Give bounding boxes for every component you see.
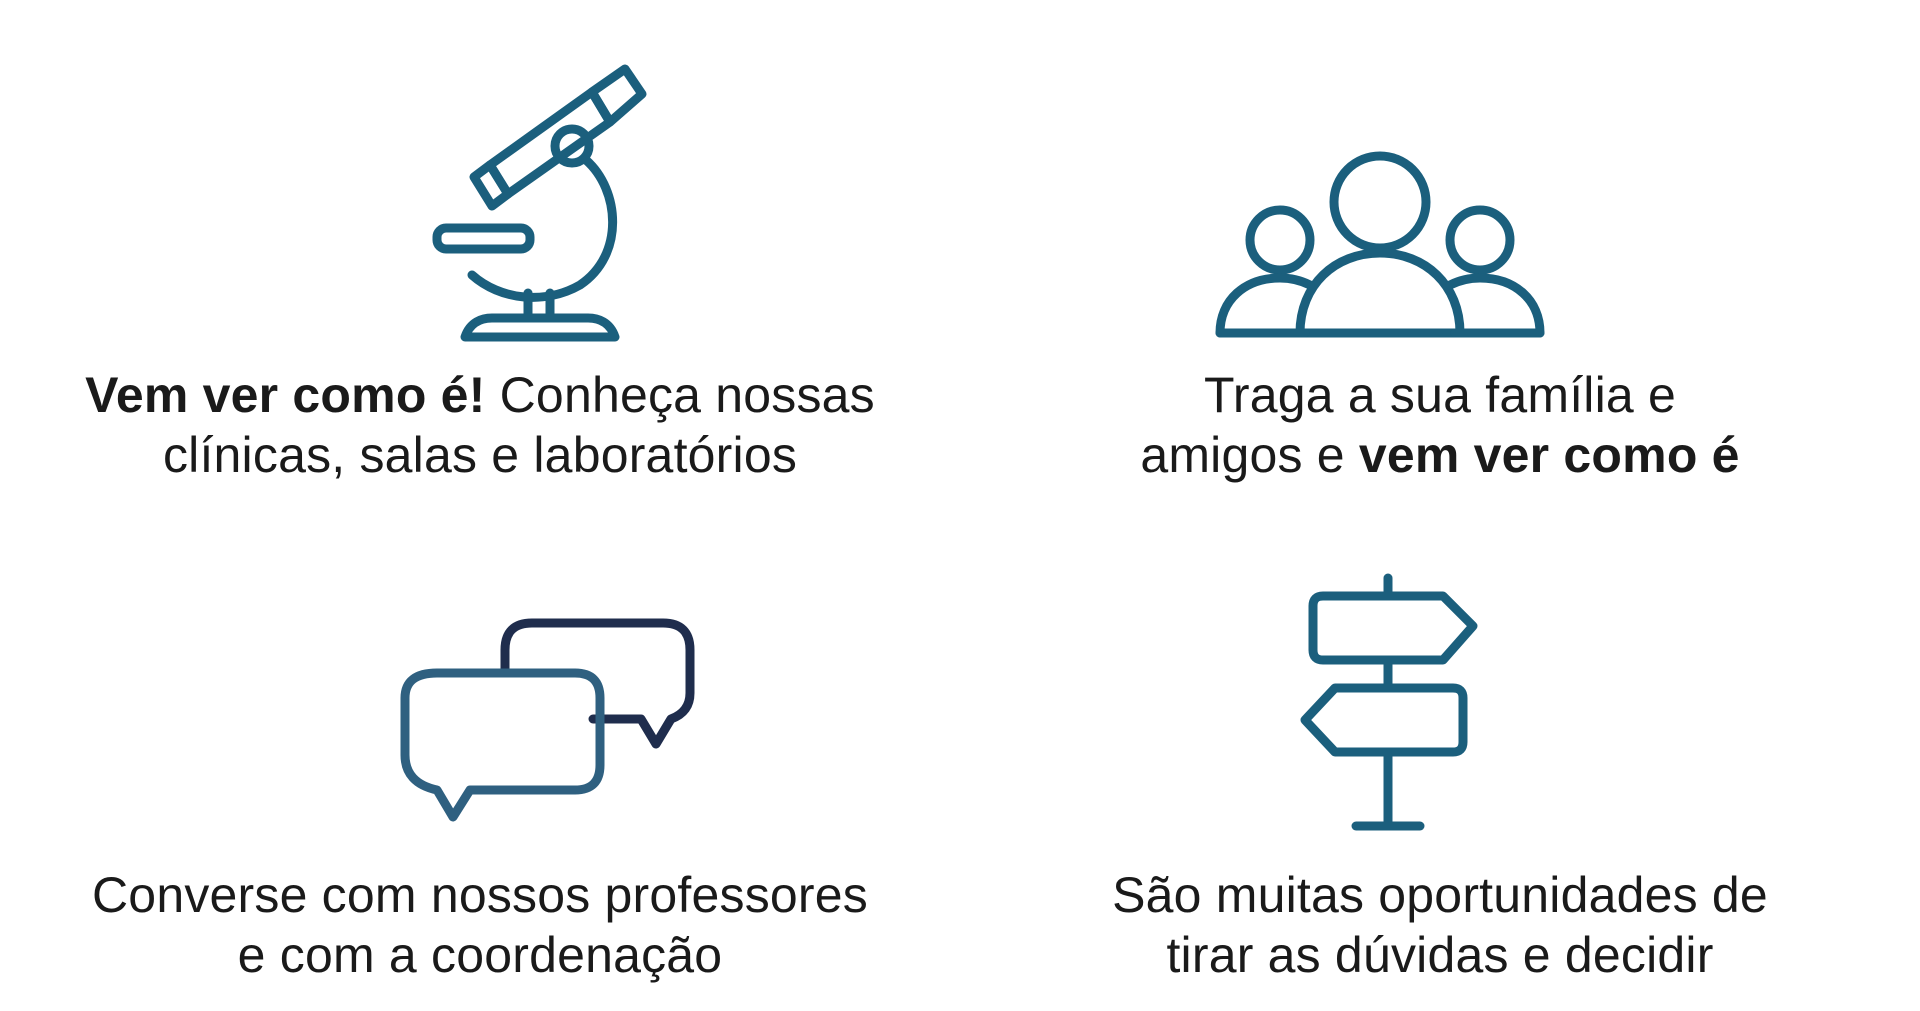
feature-decide: São muitas oportunidades de tirar as dúv… [960,505,1920,1010]
feature-teachers: Converse com nossos professores e com a … [0,505,960,1010]
feature-family: Traga a sua família e amigos e vem ver c… [960,0,1920,505]
feature-labs-caption: Vem ver como é! Conheça nossas clínicas,… [0,365,960,485]
feature-family-text-2: amigos e [1140,427,1359,483]
feature-decide-caption: São muitas oportunidades de tirar as dúv… [960,865,1920,985]
feature-teachers-caption: Converse com nossos professores e com a … [0,865,960,985]
feature-labs: Vem ver como é! Conheça nossas clínicas,… [0,0,960,505]
feature-labs-text-1: Conheça nossas [485,367,875,423]
microscope-icon [432,64,647,342]
group-people-icon [1215,151,1545,338]
feature-decide-text-2: tirar as dúvidas e decidir [1166,927,1714,983]
chat-bubbles-icon [400,618,695,822]
feature-decide-text-1: São muitas oportunidades de [1112,867,1768,923]
feature-labs-highlight: Vem ver como é! [85,367,486,423]
feature-teachers-text-1: Converse com nossos professores [92,867,868,923]
feature-labs-text-2: clínicas, salas e laboratórios [162,427,798,483]
feature-family-caption: Traga a sua família e amigos e vem ver c… [960,365,1920,485]
feature-family-text-1: Traga a sua família e [1203,367,1677,423]
signpost-icon [1300,573,1478,831]
feature-teachers-text-2: e com a coordenação [237,927,723,983]
feature-family-highlight: vem ver como é [1358,427,1740,483]
